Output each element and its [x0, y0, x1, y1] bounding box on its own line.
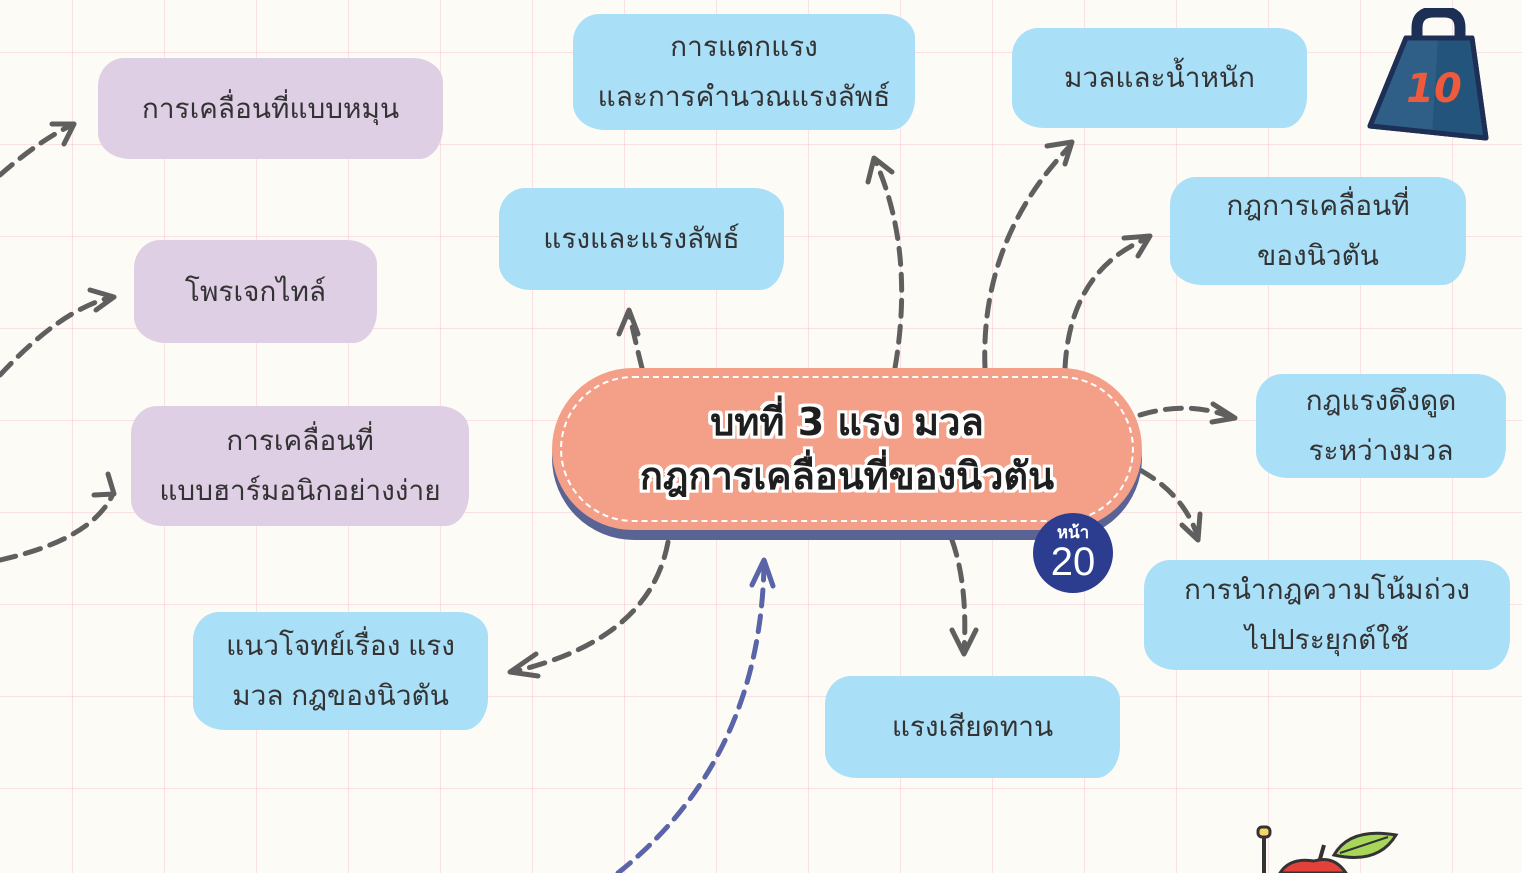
- topic-label: แนวโจทย์เรื่อง แรง: [226, 630, 455, 661]
- arrow-to-rotation: [0, 122, 75, 178]
- apple-icon: [1256, 825, 1399, 873]
- central-topic-pill: บทที่ 3 แรง มวล กฎการเคลื่อนที่ของนิวตัน: [552, 368, 1142, 530]
- topic-force-resultant[interactable]: แรงและแรงลัพธ์: [499, 188, 784, 290]
- topic-newton-laws[interactable]: กฎการเคลื่อนที่ ของนิวตัน: [1170, 177, 1466, 285]
- topic-exercises[interactable]: แนวโจทย์เรื่อง แรง มวล กฎของนิวตัน: [193, 612, 488, 730]
- topic-label: โพรเจกไทล์: [184, 275, 327, 307]
- arrow-to-newton-laws: [1062, 235, 1151, 371]
- arrow-to-friction: [949, 537, 968, 655]
- topic-gravity-application[interactable]: การนำกฎความโน้มถ่วง ไปประยุกต์ใช้: [1144, 560, 1510, 670]
- topic-gravitation[interactable]: กฎแรงดึงดูด ระหว่างมวล: [1256, 374, 1506, 478]
- topic-label: แรงและแรงลัพธ์: [543, 223, 740, 254]
- topic-label: ระหว่างมวล: [1308, 435, 1454, 466]
- chapter-title: บทที่ 3 แรง มวล: [710, 400, 984, 444]
- page-badge: หน้า 20: [1033, 513, 1113, 593]
- topic-label: การเคลื่อนที่: [226, 425, 374, 456]
- topic-force-resolution[interactable]: การแตกแรง และการคำนวณแรงลัพธ์: [573, 14, 915, 130]
- topic-label: ไปประยุกต์ใช้: [1245, 624, 1409, 655]
- topic-label: ของนิวตัน: [1257, 240, 1379, 271]
- topic-label: การแตกแรง: [670, 31, 818, 62]
- chapter-subtitle: กฎการเคลื่อนที่ของนิวตัน: [639, 454, 1055, 498]
- topic-shm[interactable]: การเคลื่อนที่ แบบฮาร์มอนิกอย่างง่าย: [131, 406, 469, 526]
- arrow-from-bottom: [615, 562, 767, 873]
- arrow-to-projectile: [0, 294, 115, 378]
- weight-label: 10: [1406, 66, 1462, 112]
- central-topic[interactable]: บทที่ 3 แรง มวล กฎการเคลื่อนที่ของนิวตัน: [552, 368, 1142, 540]
- topic-friction[interactable]: แรงเสียดทาน: [825, 676, 1120, 778]
- topic-mass-weight[interactable]: มวลและน้ำหนัก: [1012, 28, 1307, 128]
- arrow-to-mass-weight: [982, 143, 1073, 371]
- topic-label: และการคำนวณแรงลัพธ์: [597, 81, 891, 112]
- topic-rotation[interactable]: การเคลื่อนที่แบบหมุน: [98, 58, 443, 159]
- central-topic-dashed-border: [560, 376, 1134, 522]
- arrow-to-gravitation: [1137, 405, 1236, 421]
- arrow-to-gravity-application: [1137, 467, 1201, 541]
- topic-label: การนำกฎความโน้มถ่วง: [1184, 574, 1470, 605]
- arrow-to-force-resolution: [872, 157, 905, 371]
- topic-label: มวล กฎของนิวตัน: [232, 680, 449, 711]
- topic-label: กฎการเคลื่อนที่: [1226, 190, 1410, 221]
- arrow-to-exercises: [509, 539, 671, 675]
- page-badge-label: หน้า: [1056, 523, 1090, 542]
- topic-label: แรงเสียดทาน: [891, 711, 1054, 742]
- topic-label: กฎแรงดึงดูด: [1305, 385, 1457, 416]
- page-badge-number: 20: [1050, 540, 1096, 584]
- topic-label: แบบฮาร์มอนิกอย่างง่าย: [159, 475, 441, 506]
- arrow-to-shm: [0, 493, 115, 563]
- topic-label: มวลและน้ำหนัก: [1064, 62, 1255, 93]
- topic-label: การเคลื่อนที่แบบหมุน: [141, 92, 400, 124]
- topic-projectile[interactable]: โพรเจกไทล์: [134, 240, 377, 343]
- kettlebell-weight-icon: 10: [1367, 8, 1489, 141]
